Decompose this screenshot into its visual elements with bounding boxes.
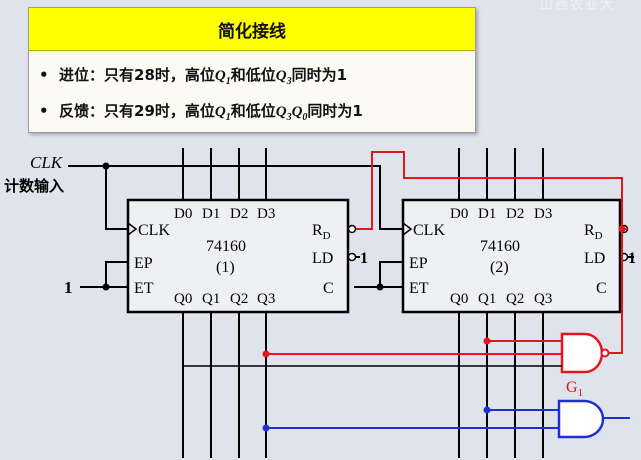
chip2-c-pin: C — [596, 280, 607, 297]
chip2-name: 74160 — [480, 238, 520, 255]
watermark: 山西农业大 — [540, 0, 616, 13]
chip1-ld-pin: LD — [312, 250, 333, 267]
chip2-q3: Q3 — [534, 291, 552, 307]
chip2-ld-value: 1 — [628, 250, 636, 267]
chip1-q2: Q2 — [230, 291, 248, 307]
chip2-ld-pin: LD — [584, 250, 605, 267]
chip1-rd-pin: RD — [312, 222, 331, 242]
nand-gate-g1 — [560, 332, 604, 374]
chip2-et-pin: ET — [409, 280, 429, 297]
chip2-q1: Q1 — [478, 291, 496, 307]
chip2-d2: D2 — [506, 206, 524, 222]
chip1-clk-pin: CLK — [138, 222, 170, 239]
chip2-ep-pin: EP — [409, 255, 428, 272]
chip2-clk-pin: CLK — [413, 222, 445, 239]
panel-title: 简化接线 — [29, 8, 475, 51]
chip1-d3: D3 — [257, 206, 275, 222]
chip1-q3: Q3 — [257, 291, 275, 307]
chip2-d1: D1 — [478, 206, 496, 222]
chip1-et-pin: ET — [134, 280, 154, 297]
chip2-q0: Q0 — [450, 291, 468, 307]
bullet-carry: •进位：只有28时，高位Q1和低位Q3同时为1 — [39, 66, 348, 87]
chip-2 — [401, 198, 622, 314]
info-panel: 简化接线 •进位：只有28时，高位Q1和低位Q3同时为1 •反馈：只有29时，高… — [28, 7, 476, 133]
chip1-ld-value: 1 — [360, 250, 368, 267]
chip1-d0: D0 — [174, 206, 192, 222]
bullet-feedback: •反馈：只有29时，高位Q1和低位Q3Q0同时为1 — [39, 102, 363, 123]
chip1-d1: D1 — [202, 206, 220, 222]
chip1-name: 74160 — [206, 238, 246, 255]
chip2-q2: Q2 — [506, 291, 524, 307]
chip1-index: (1) — [216, 259, 235, 276]
chip2-index: (2) — [490, 259, 509, 276]
gate-g1-label: G1 — [566, 379, 583, 399]
count-input-caption: 计数输入 — [4, 177, 64, 195]
chip1-q1: Q1 — [202, 291, 220, 307]
and-gate — [557, 399, 605, 439]
clk-input-label: CLK — [30, 153, 64, 172]
chip2-rd-pin: RD — [584, 222, 603, 242]
chip2-d3: D3 — [534, 206, 552, 222]
chip1-c-pin: C — [323, 280, 334, 297]
chip2-d0: D0 — [450, 206, 468, 222]
et-constant-one: 1 — [64, 278, 73, 297]
chip1-q0: Q0 — [174, 291, 192, 307]
chip1-ep-pin: EP — [134, 255, 153, 272]
chip1-d2: D2 — [230, 206, 248, 222]
